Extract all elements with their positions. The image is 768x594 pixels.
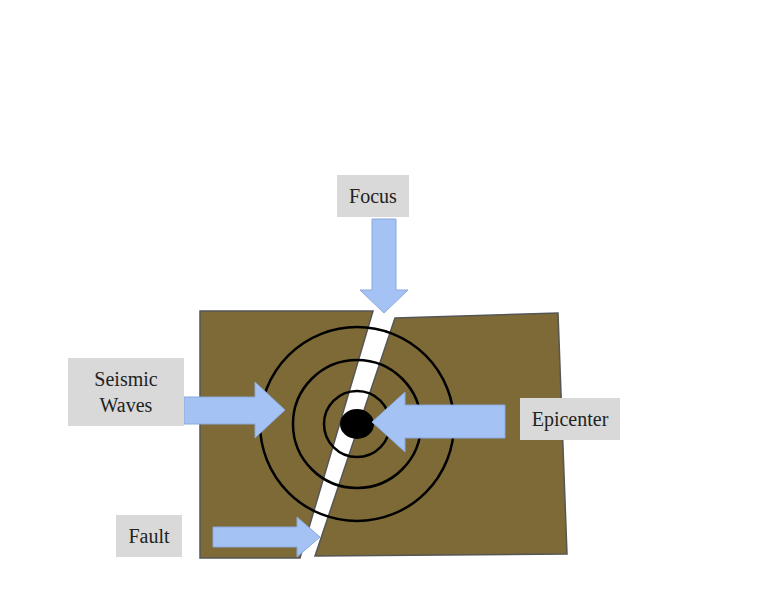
callout-label: Fault: [128, 523, 169, 549]
fault-pointer: [213, 517, 320, 557]
callout-box: Focus: [337, 175, 409, 217]
epicenter-pointer: [372, 392, 505, 452]
callout-box: Epicenter: [520, 398, 621, 440]
focus-dot: [340, 409, 374, 439]
focus-pointer: [360, 219, 408, 313]
waves-pointer: [184, 382, 285, 438]
pointer-arrows: [184, 219, 505, 557]
callout-label: Epicenter: [532, 406, 609, 432]
callout-box: Seismic Waves: [68, 358, 184, 426]
callout-label: Seismic Waves: [80, 366, 172, 418]
callout-label: Focus: [349, 183, 397, 209]
callout-box: Fault: [116, 515, 181, 557]
